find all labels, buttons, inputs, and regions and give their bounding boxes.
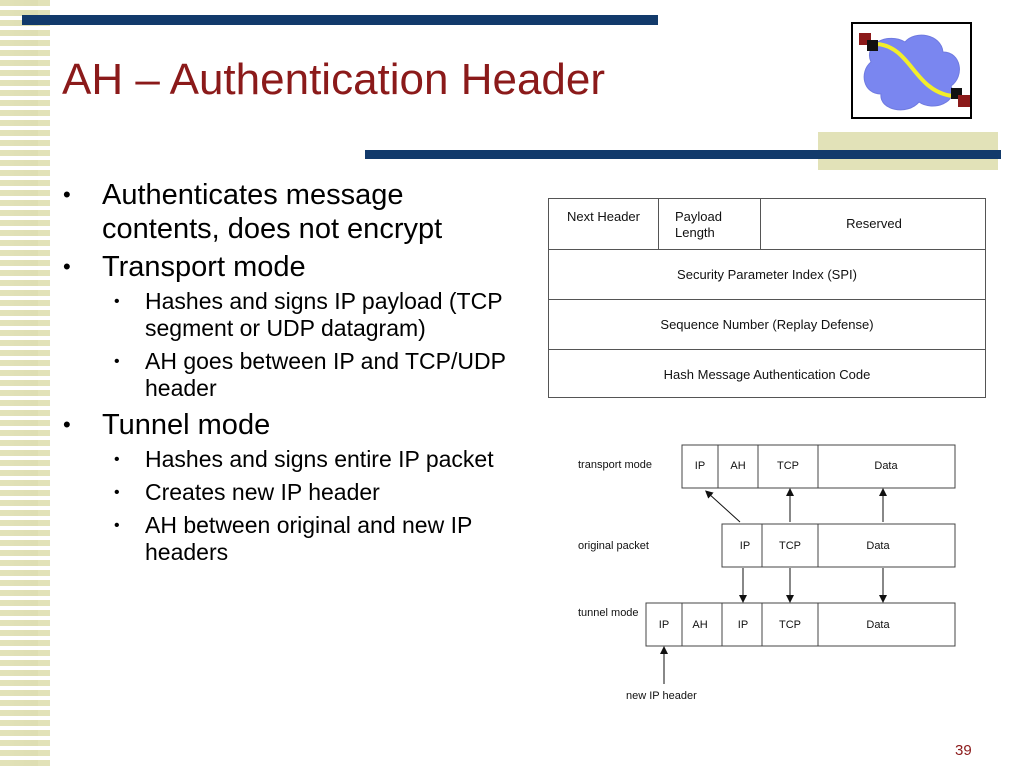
left-stripe-decoration: [0, 0, 50, 768]
bullet-item: •Transport mode: [63, 251, 306, 283]
bullet-item: •Authenticates message contents, does no…: [63, 179, 443, 245]
sub-bullet-item: •AH goes between IP and TCP/UDP header: [114, 348, 506, 401]
ah-mode-diagram: transport mode IP AH TCP Data original p…: [568, 440, 968, 705]
sub-bullet-item: •Creates new IP header: [114, 479, 380, 505]
network-cloud-icon: [851, 22, 972, 119]
sequence-number-field: Sequence Number (Replay Defense): [549, 299, 985, 349]
data-field: Data: [866, 540, 890, 552]
tcp-field: TCP: [777, 460, 799, 472]
data-field: Data: [874, 460, 898, 472]
transport-mode-packet: [681, 444, 956, 489]
data-field: Data: [866, 619, 890, 631]
sub-bullet-item: •Hashes and signs IP payload (TCP segmen…: [114, 288, 503, 341]
mapping-arrows: [660, 488, 887, 684]
bullet-item: •Tunnel mode: [63, 409, 271, 441]
next-header-field: Next Header: [549, 199, 659, 249]
hmac-field: Hash Message Authentication Code: [549, 349, 985, 398]
payload-length-field: Payload Length: [659, 199, 761, 249]
original-packet: [721, 523, 956, 568]
ah-field: AH: [730, 460, 745, 472]
top-rule: [22, 15, 658, 25]
transport-mode-label: transport mode: [578, 459, 652, 471]
bullet-list: •Authenticates message contents, does no…: [60, 178, 520, 572]
ip-field: IP: [740, 540, 750, 552]
spi-field: Security Parameter Index (SPI): [549, 249, 985, 299]
sub-bullet-item: •Hashes and signs entire IP packet: [114, 446, 494, 472]
reserved-field: Reserved: [846, 216, 902, 231]
tcp-field: TCP: [779, 619, 801, 631]
ip-field: IP: [738, 619, 748, 631]
slide-title: AH – Authentication Header: [62, 55, 606, 104]
ip-field: IP: [659, 619, 669, 631]
middle-rule: [365, 150, 1001, 159]
page-number: 39: [955, 742, 972, 759]
new-ip-header-label: new IP header: [626, 690, 697, 702]
ah-field: AH: [692, 619, 707, 631]
ip-field: IP: [695, 460, 705, 472]
tunnel-mode-label: tunnel mode: [578, 607, 639, 619]
ah-header-format-table: Next Header Payload Length Reserved Secu…: [548, 198, 986, 398]
sub-bullet-item: •AH between original and new IP headers: [114, 512, 472, 565]
tcp-field: TCP: [779, 540, 801, 552]
tunnel-mode-packet: [645, 602, 956, 647]
original-packet-label: original packet: [578, 540, 649, 552]
